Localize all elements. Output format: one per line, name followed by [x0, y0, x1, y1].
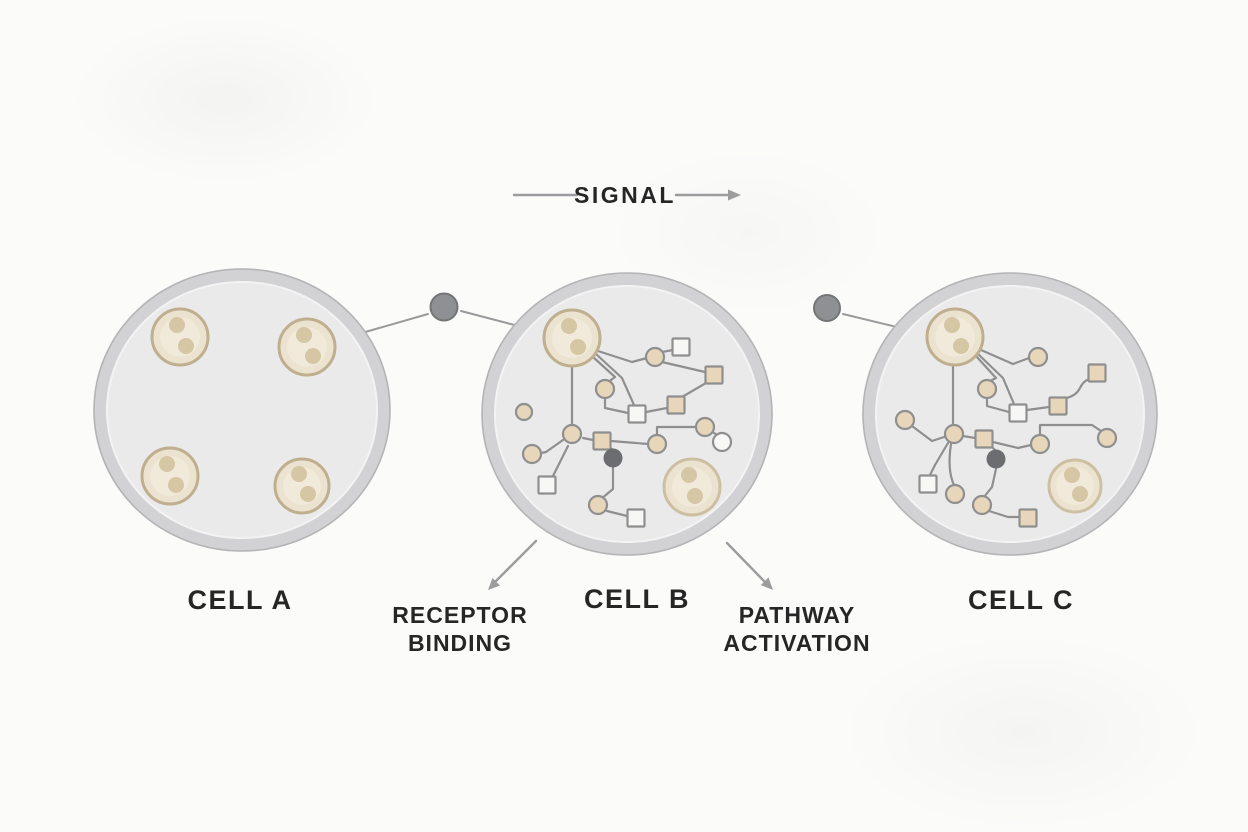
pathway-edge [987, 509, 1021, 519]
pathway-edge [982, 467, 998, 499]
pathway-activation-arrow-line [725, 541, 766, 583]
cell-a-label: CELL A [187, 585, 292, 615]
pathway-edge [609, 439, 650, 446]
pathway-node-square [704, 365, 724, 385]
annotation-arrows [488, 539, 773, 590]
signal-label: SIGNAL [574, 182, 676, 208]
pathway-node-square [1018, 508, 1038, 528]
pathway-node-square [918, 474, 938, 494]
signal-arrowhead-icon [728, 189, 741, 201]
pathway-node-square [592, 431, 612, 451]
pathway-node-circle [521, 443, 543, 465]
pathway-edge [961, 434, 977, 440]
pathway-node-circle [971, 494, 993, 516]
pathway-edge [596, 349, 649, 364]
pathway-node-circle [943, 423, 965, 445]
cell-b-pathway-edges [539, 348, 719, 518]
pathway-edge [985, 396, 1011, 414]
pathway-edge [660, 348, 675, 354]
pathway-edge [1025, 405, 1051, 412]
pathway-node-circle [1029, 433, 1051, 455]
receptor [140, 446, 200, 506]
pathway-node-square [974, 429, 994, 449]
pathway-node-square [1087, 363, 1107, 383]
receptor [925, 307, 985, 367]
pathway-edge [910, 424, 946, 443]
labels: CELL A CELL B CELL C RECEPTOR BINDING PA… [187, 584, 1074, 656]
pathway-activation-arrowhead-icon [760, 577, 773, 590]
receptor [542, 308, 602, 368]
cell-b-label: CELL B [584, 584, 690, 614]
pathway-edge [1064, 377, 1092, 400]
pathway-edge [655, 425, 698, 437]
pathway-edge [603, 396, 630, 415]
pathway-edge [594, 352, 636, 407]
receptor-binding-arrowhead-icon [488, 578, 500, 590]
signal-molecule-1 [429, 292, 459, 322]
cell-b [481, 272, 773, 556]
pathway-edge [948, 442, 956, 487]
pathway-node-dark [986, 449, 1006, 469]
receptor [277, 317, 337, 377]
signal-molecule-2 [813, 294, 841, 322]
pathway-node-circle [894, 409, 916, 431]
pathway-node-square [666, 395, 686, 415]
cell-b-pathway-nodes [514, 337, 733, 528]
receptor [662, 457, 722, 517]
pathway-node-circle [561, 423, 583, 445]
pathway-node-circle [976, 378, 998, 400]
receptor-binding-label-line2: BINDING [408, 630, 512, 656]
cell-a [93, 268, 391, 552]
cell-b-cytoplasm [494, 285, 760, 543]
receptor [150, 307, 210, 367]
pathway-node-square [537, 475, 557, 495]
pathway-edge [599, 466, 615, 501]
receptor [273, 457, 331, 515]
pathway-node-square [671, 337, 691, 357]
pathway-node-dark [603, 448, 623, 468]
pathway-node-circle [587, 494, 609, 516]
pathway-edge [551, 444, 570, 478]
pathway-node-square [626, 508, 646, 528]
pathway-edge [1038, 423, 1103, 436]
pathway-edge [974, 354, 998, 383]
receptor-binding-label-line1: RECEPTOR [392, 602, 527, 628]
pathway-edge [539, 438, 565, 455]
pathway-edge [605, 509, 629, 518]
pathway-edge [991, 440, 1033, 450]
pathway-edge [660, 360, 707, 374]
pathway-node-circle [944, 483, 966, 505]
pathway-edge [928, 441, 950, 477]
pathway-edge [581, 436, 595, 442]
pathway-activation-label-line1: PATHWAY [739, 602, 855, 628]
cell-c-pathway-edges [910, 348, 1103, 519]
pathway-edge [644, 406, 669, 414]
pathway-node-square [1048, 396, 1068, 416]
pathway-node-circle [644, 346, 666, 368]
pathway-node-circle [711, 431, 733, 453]
pathway-node-square [627, 404, 647, 424]
pathway-node-circle [1096, 427, 1118, 449]
pathway-edge [979, 348, 1031, 366]
pathway-node-circle [1027, 346, 1049, 368]
pathway-node-circle [646, 433, 668, 455]
cell-a-cytoplasm [106, 281, 378, 539]
receptor-binding-arrow-line [494, 539, 538, 583]
pathway-node-circle [594, 378, 616, 400]
pathway-activation-label-line2: ACTIVATION [723, 630, 870, 656]
pathway-edge [680, 381, 708, 399]
pathway-node-square [1008, 403, 1028, 423]
receptor [1047, 458, 1103, 514]
pathway-node-circle [694, 416, 716, 438]
cell-c-pathway-nodes [894, 346, 1118, 528]
cell-c [862, 272, 1158, 556]
cell-c-label: CELL C [968, 585, 1074, 615]
pathway-edge [976, 352, 1016, 406]
pathway-node-circle [514, 402, 534, 422]
signal-header: SIGNAL [512, 182, 741, 208]
